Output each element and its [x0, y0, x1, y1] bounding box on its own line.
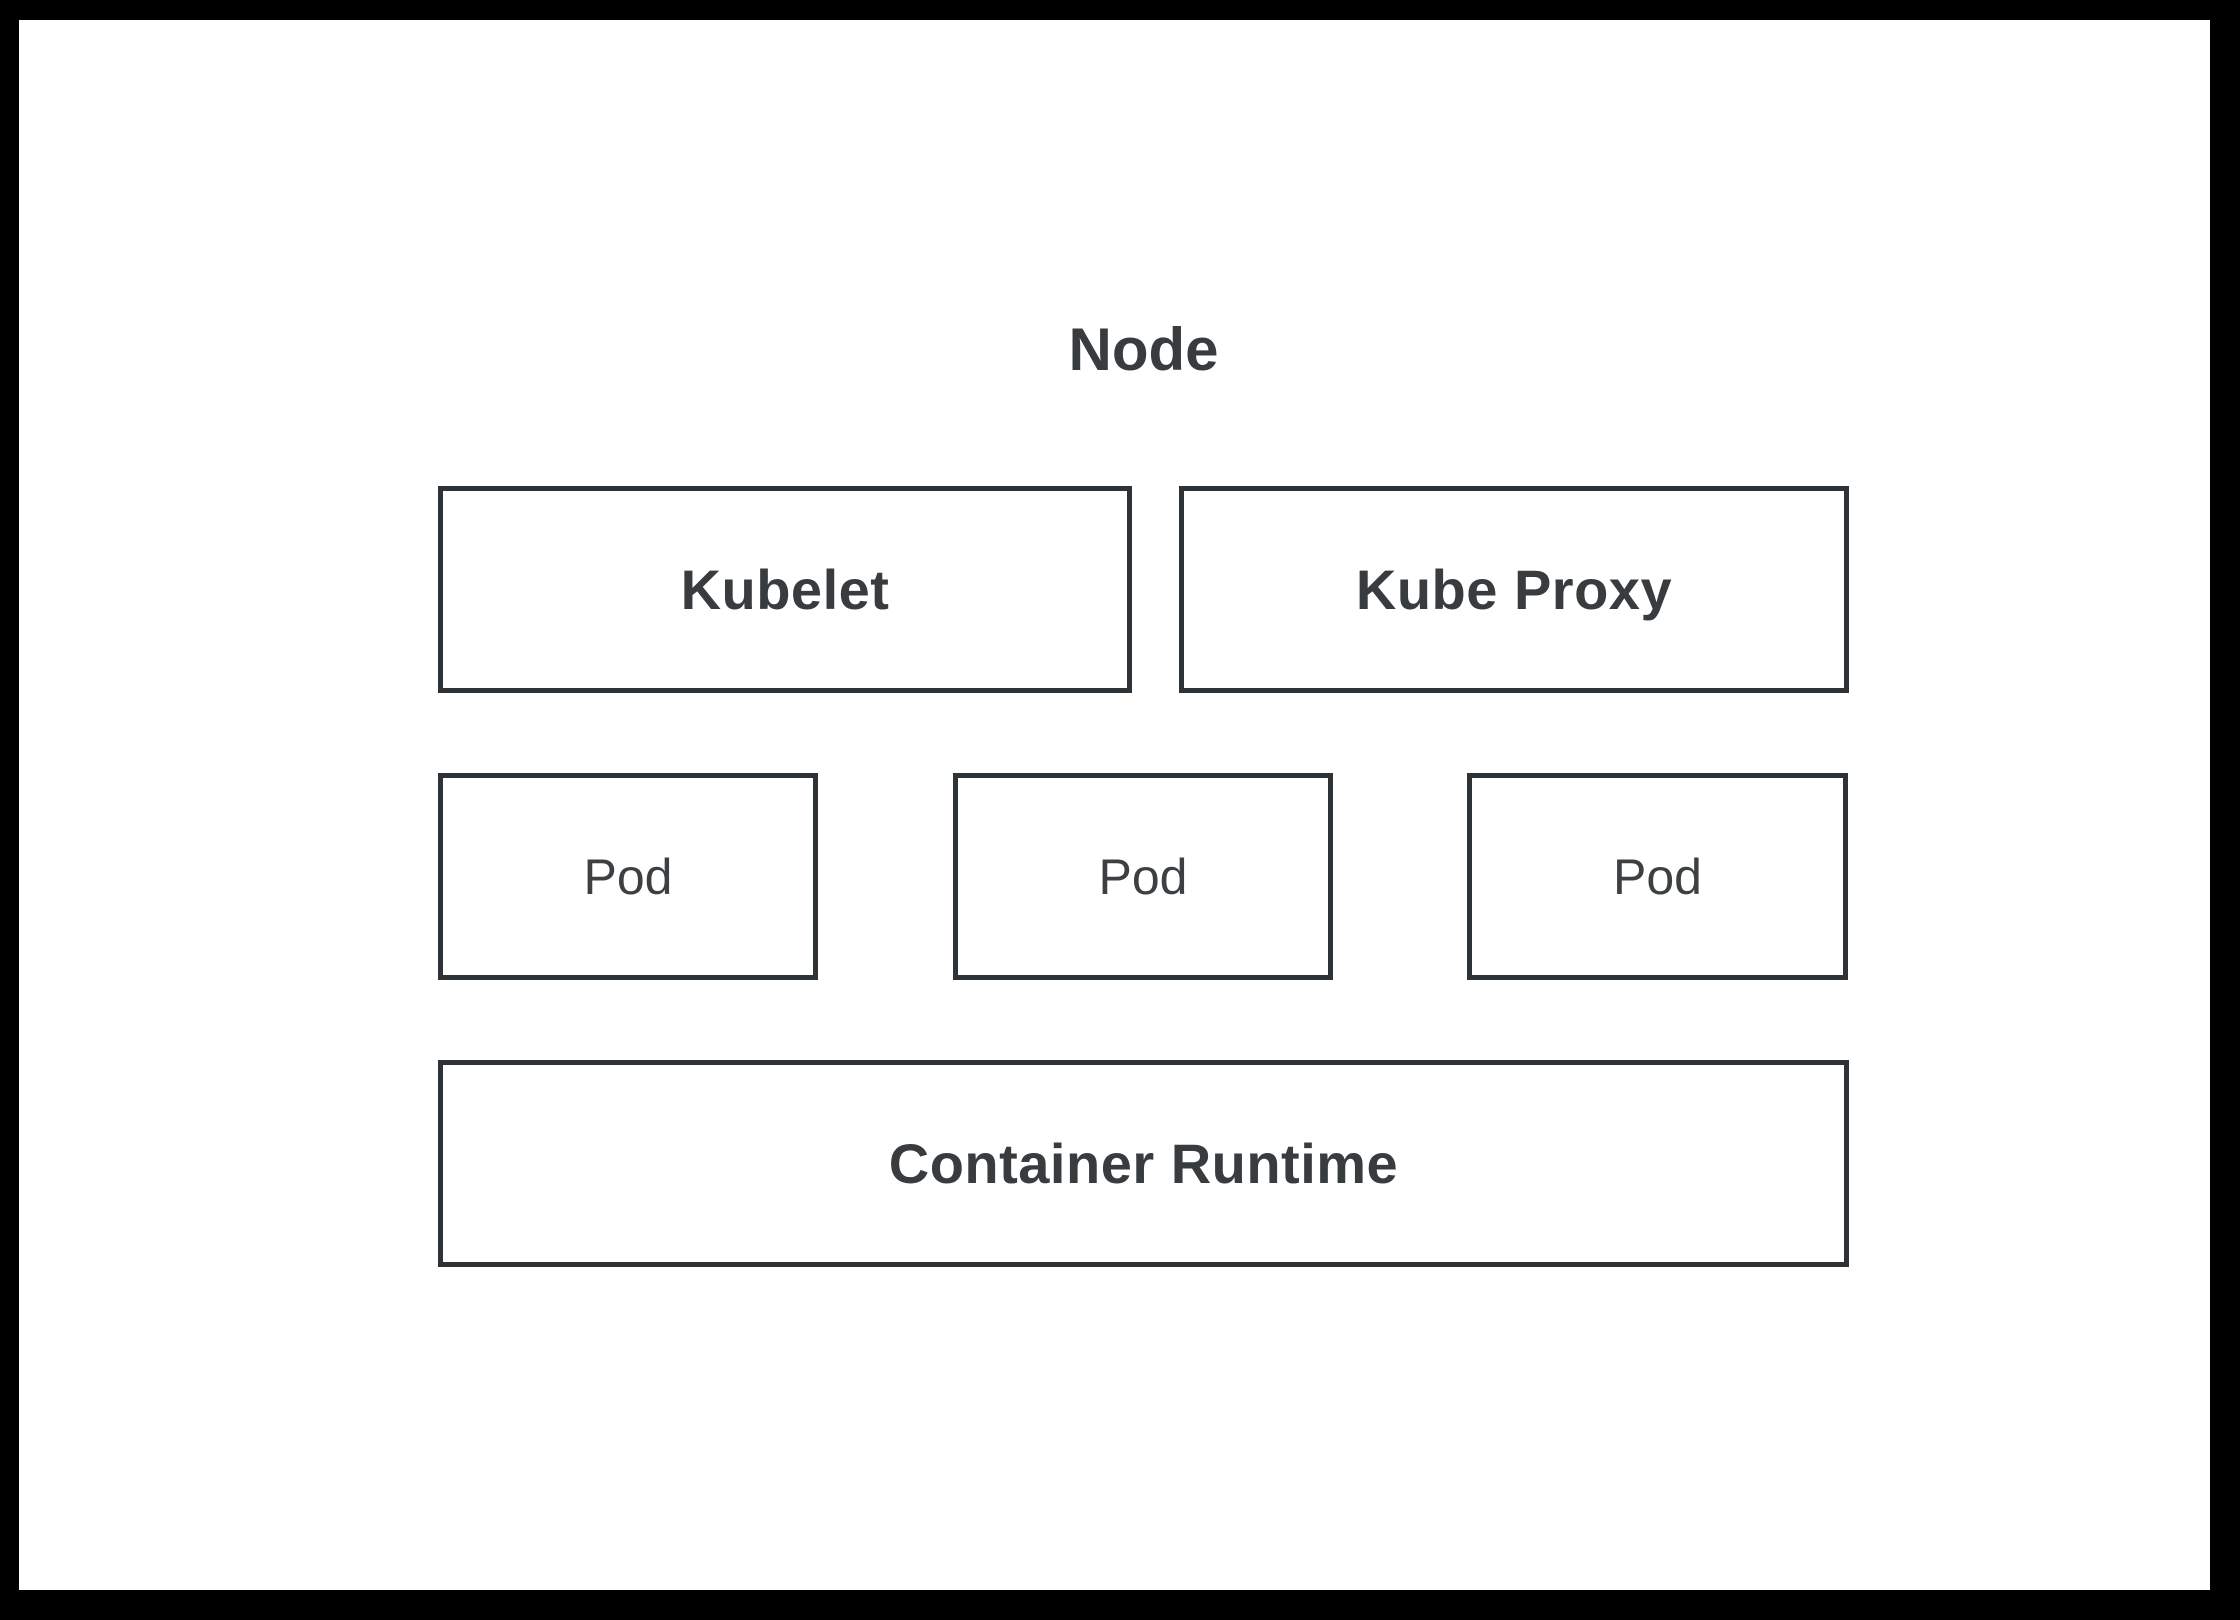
- pod-box-3: Pod: [1467, 773, 1848, 980]
- pod-label-1: Pod: [583, 848, 673, 905]
- pod-box-2: Pod: [953, 773, 1333, 980]
- pod-label-3: Pod: [1613, 848, 1702, 905]
- container-runtime-label: Container Runtime: [888, 1132, 1399, 1195]
- kube-proxy-box: Kube Proxy: [1179, 486, 1849, 693]
- kubelet-box: Kubelet: [438, 486, 1132, 693]
- kube-proxy-label: Kube Proxy: [1355, 558, 1673, 621]
- diagram-canvas: Node Kubelet Kube Proxy Pod Pod Pod Cont…: [19, 20, 2210, 1590]
- node-title: Node: [1068, 316, 1219, 383]
- container-runtime-box: Container Runtime: [438, 1060, 1849, 1267]
- pod-label-2: Pod: [1098, 848, 1188, 905]
- pod-box-1: Pod: [438, 773, 818, 980]
- kubelet-label: Kubelet: [680, 558, 890, 621]
